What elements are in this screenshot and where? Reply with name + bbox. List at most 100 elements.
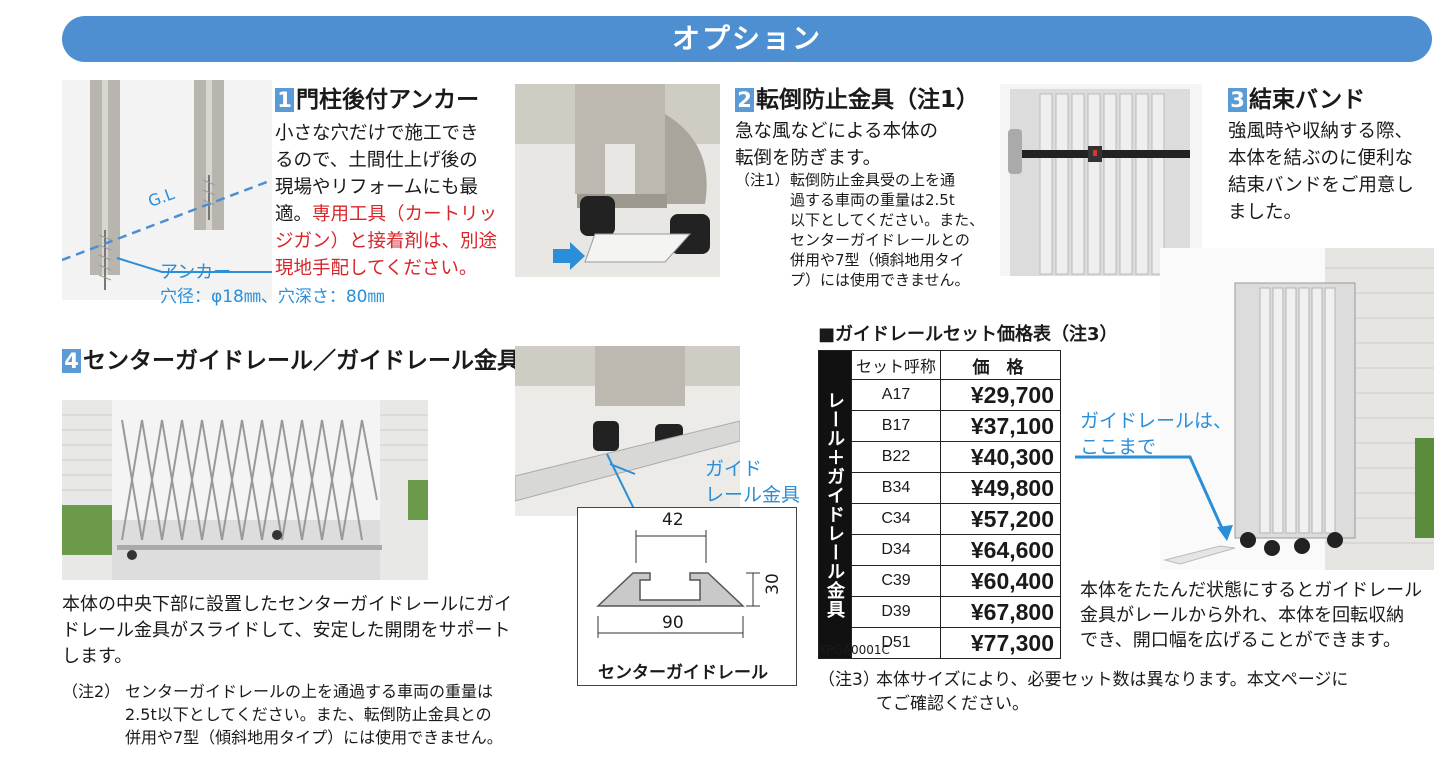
section-1-body: 小さな穴だけで施工でき るので、土間仕上げ後の 現場やリフォームにも最 適。専用… <box>275 120 515 282</box>
rail-profile-drawing <box>596 530 760 638</box>
guide-rail-illustration <box>515 346 740 516</box>
folded-callout-2: ここまで <box>1080 436 1157 458</box>
table-row: C39¥60,400 <box>819 565 1061 597</box>
section-4-body: 本体の中央下部に設置したセンターガイドレールにガイ ドレール金具がスライドして、… <box>62 592 512 670</box>
section-2-note-line: 過する車両の重量は2.5t <box>790 191 955 209</box>
section-2-note-line: センターガイドレールとの <box>790 231 970 249</box>
product-code: XPGA0001C <box>818 643 890 657</box>
price-note-line: 本体サイズにより、必要セット数は異なります。本文ページに <box>876 670 1349 690</box>
table-row: B34¥49,800 <box>819 472 1061 504</box>
section-2-note-line: プ）には使用できません。 <box>790 271 970 289</box>
col-header-name: セット呼称 <box>851 350 941 380</box>
folded-gate-photo <box>1160 248 1434 570</box>
dim-top: 42 <box>662 510 684 530</box>
section-1-line: 小さな穴だけで施工でき <box>275 123 479 144</box>
band-photo <box>1000 84 1202 276</box>
set-name: D39 <box>851 596 941 628</box>
callout-pointer <box>1075 455 1233 541</box>
table-row: D39¥67,800 <box>819 596 1061 628</box>
section-3-line: 結束バンドをご用意し <box>1228 175 1414 196</box>
section-4-line: ドレール金具がスライドして、安定した開閉をサポート <box>62 620 511 641</box>
section-2-note-line: 転倒防止金具受の上を通 <box>790 171 956 189</box>
gate-illustration <box>62 400 428 580</box>
section-4-note: センターガイドレールの上を通過する車両の重量は 2.5t以下としてください。また… <box>125 680 503 749</box>
set-name: B34 <box>851 472 941 504</box>
guide-label-1: ガイド <box>705 458 763 480</box>
col-header-price: 価 格 <box>940 350 1061 380</box>
section-4-note-line: センターガイドレールの上を通過する車両の重量は <box>125 682 494 701</box>
dim-side: 30 <box>762 573 783 595</box>
set-price: ¥29,700 <box>940 379 1061 411</box>
set-price: ¥77,300 <box>940 627 1061 659</box>
section-4-line: 本体の中央下部に設置したセンターガイドレールにガイ <box>62 594 512 615</box>
set-price: ¥67,800 <box>940 596 1061 628</box>
anti-tip-illustration <box>515 84 720 277</box>
set-price: ¥57,200 <box>940 503 1061 535</box>
folded-caption-line: 金具がレールから外れ、本体を回転収納 <box>1080 605 1405 626</box>
section-2-title-text: 転倒防止金具（注1） <box>756 87 980 113</box>
section-4-note-line: 2.5t以下としてください。また、転倒防止金具との <box>125 705 492 724</box>
price-table-vertical-label: レール＋ガイドレール金具 <box>818 350 852 659</box>
price-table-title: ■ガイドレールセット価格表（注3） <box>818 324 1118 345</box>
section-1-prefix: 適。 <box>275 204 313 225</box>
anchor-illustration <box>62 80 272 300</box>
set-price: ¥40,300 <box>940 441 1061 473</box>
set-name: C39 <box>851 565 941 597</box>
price-note: 本体サイズにより、必要セット数は異なります。本文ページに てご確認ください。 <box>876 668 1348 716</box>
section-1-title-text: 門柱後付アンカー <box>296 87 480 113</box>
section-4-number: 4 <box>62 349 81 373</box>
set-name: D51 <box>851 627 941 659</box>
folded-gate-illustration <box>1160 248 1434 570</box>
folded-caption: 本体をたたんだ状態にするとガイドレール 金具がレールから外れ、本体を回転収納 で… <box>1080 578 1422 653</box>
section-3-line: ました。 <box>1228 202 1303 223</box>
set-price: ¥49,800 <box>940 472 1061 504</box>
section-2-note-label: （注1） <box>735 171 790 189</box>
price-note-line: てご確認ください。 <box>876 694 1029 714</box>
table-row: B22¥40,300 <box>819 441 1061 473</box>
folded-caption-line: でき、開口幅を広げることができます。 <box>1080 630 1401 651</box>
table-row: D51¥77,300 <box>819 627 1061 659</box>
section-2-body: 急な風などによる本体の 転倒を防ぎます。 <box>735 118 938 172</box>
guide-label-2: レール金具 <box>705 484 801 506</box>
section-3-line: 強風時や収納する際、 <box>1228 121 1414 142</box>
section-1-line: 適。専用工具（カートリッ <box>275 201 515 228</box>
set-name: B17 <box>851 410 941 442</box>
set-name: D34 <box>851 534 941 566</box>
section-3-title-text: 結束バンド <box>1249 87 1366 113</box>
rail-caption: センターガイドレール <box>598 663 768 683</box>
set-price: ¥60,400 <box>940 565 1061 597</box>
section-1-red-note: ジガン）と接着剤は、別途 <box>275 231 498 252</box>
set-name: B22 <box>851 441 941 473</box>
band-illustration <box>1000 84 1202 276</box>
section-2-number: 2 <box>735 88 754 112</box>
section-2-line: 転倒を防ぎます。 <box>735 148 882 169</box>
table-row: A17¥29,700 <box>819 379 1061 411</box>
anchor-label: アンカー <box>160 262 232 283</box>
section-1-red-note: 専用工具（カートリッ <box>312 204 498 225</box>
section-4-title-text: センターガイドレール／ガイドレール金具 <box>83 348 520 374</box>
price-note-label: （注3） <box>818 670 880 690</box>
section-2-note: 転倒防止金具受の上を通 過する車両の重量は2.5t 以下としてください。また、 … <box>790 170 984 290</box>
anchor-spec: 穴径：φ18㎜、穴深さ：80㎜ <box>160 287 385 307</box>
section-1-number: 1 <box>275 88 294 112</box>
section-4-note-label: （注2） <box>62 682 121 701</box>
section-2-note-line: 併用や7型（傾斜地用タイ <box>790 251 965 269</box>
section-1-line: るので、土間仕上げ後の <box>275 150 478 171</box>
gate-photo <box>62 400 428 580</box>
set-price: ¥64,600 <box>940 534 1061 566</box>
options-banner: オプション <box>62 16 1432 62</box>
anchor-photo <box>62 80 272 300</box>
set-name: C34 <box>851 503 941 535</box>
anti-tip-photo <box>515 84 720 277</box>
table-row: B17¥37,100 <box>819 410 1061 442</box>
section-3-body: 強風時や収納する際、 本体を結ぶのに便利な 結束バンドをご用意し ました。 <box>1228 118 1414 226</box>
section-4-note-line: 併用や7型（傾斜地用タイプ）には使用できません。 <box>125 728 503 747</box>
section-1-red-note: 現地手配してください。 <box>275 258 478 279</box>
table-row: D34¥64,600 <box>819 534 1061 566</box>
dim-bottom: 90 <box>662 613 684 633</box>
rail-cross-section: 42 30 90 センターガイドレール <box>577 507 797 686</box>
guide-rail-photo <box>515 346 740 516</box>
